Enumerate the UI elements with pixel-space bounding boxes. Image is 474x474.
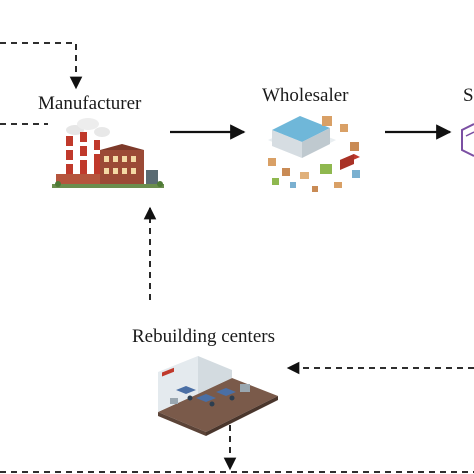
rebuilding-centers-label: Rebuilding centers [132, 326, 275, 347]
store-icon [461, 123, 474, 157]
retailer-label: S [463, 85, 474, 106]
factory-icon [52, 118, 164, 188]
wholesaler-label: Wholesaler [262, 85, 349, 106]
manufacturer-label: Manufacturer [38, 93, 142, 114]
workshop-icon [158, 356, 278, 436]
warehouse-icon [268, 116, 360, 192]
dashed-return-arrow-top [0, 42, 83, 90]
